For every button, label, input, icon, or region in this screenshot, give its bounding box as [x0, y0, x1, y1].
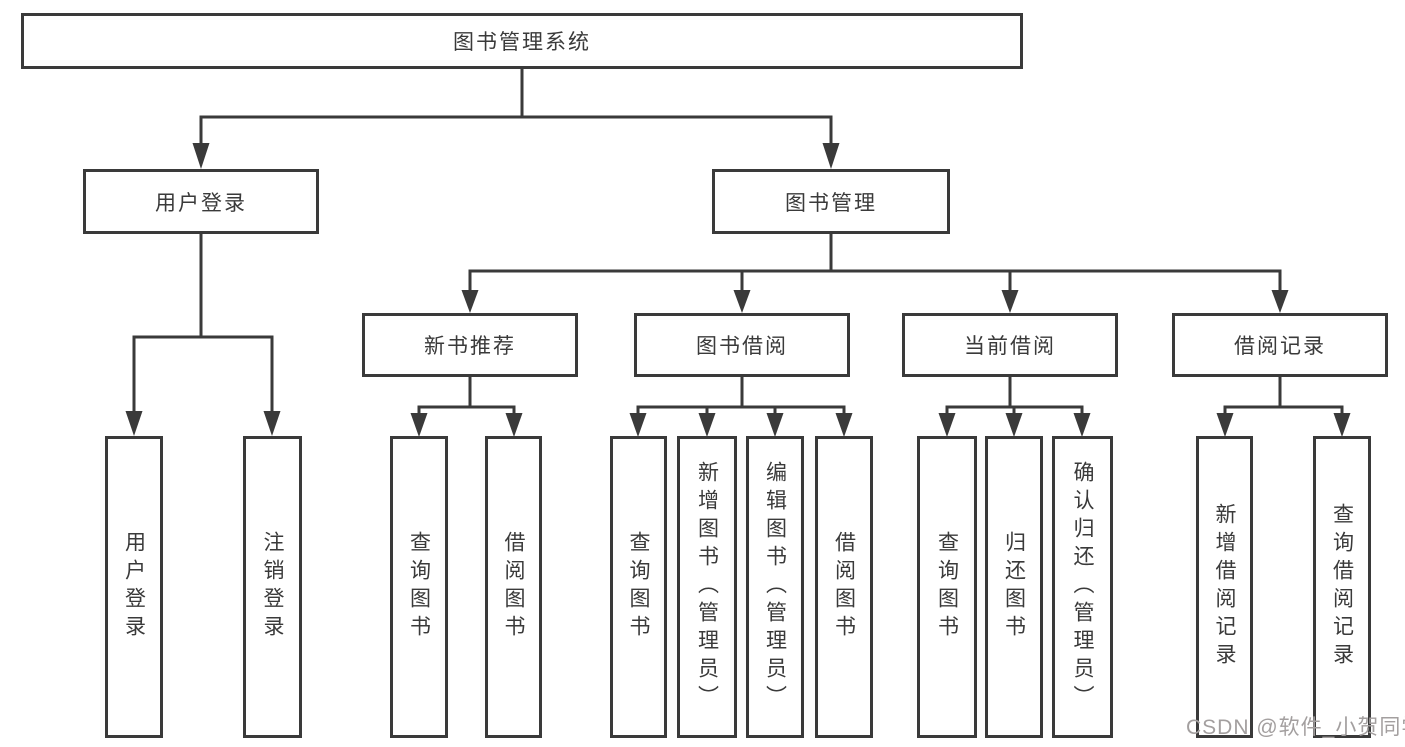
leaf-query-books-rec-label: 查询图书	[407, 531, 431, 643]
leaf-query-books-borrow-label: 查询图书	[627, 531, 650, 643]
leaf-add-borrow-record: 新增借阅记录	[1196, 436, 1253, 738]
leaf-query-borrow-record: 查询借阅记录	[1313, 436, 1371, 738]
leaf-borrow-books-rec-label: 借阅图书	[502, 531, 525, 643]
leaf-add-book-admin: 新增图书（管理员）	[677, 436, 737, 738]
leaf-add-book-admin-label: 新增图书（管理员）	[695, 461, 719, 713]
leaf-edit-book-admin-label: 编辑图书（管理员）	[763, 461, 787, 713]
node-book-borrowing: 图书借阅	[634, 313, 850, 377]
connector-new-book-rec-to-leaves	[410, 377, 523, 437]
leaf-query-books-current-label: 查询图书	[935, 531, 959, 643]
connector-root-to-level2	[192, 69, 840, 169]
leaf-borrow-books-2-label: 借阅图书	[832, 531, 856, 643]
node-root-system: 图书管理系统	[21, 13, 1023, 69]
leaf-add-borrow-record-label: 新增借阅记录	[1213, 503, 1236, 671]
node-book-management-label: 图书管理	[785, 191, 877, 215]
leaf-query-books-current: 查询图书	[917, 436, 977, 738]
node-current-borrowing: 当前借阅	[902, 313, 1118, 377]
leaf-logout-label: 注销登录	[261, 531, 284, 643]
leaf-borrow-books-rec: 借阅图书	[485, 436, 542, 738]
connector-user-login-to-leaves	[125, 233, 281, 436]
leaf-edit-book-admin: 编辑图书（管理员）	[746, 436, 804, 738]
node-new-book-recommendation: 新书推荐	[362, 313, 578, 377]
connector-borrow-records-to-leaves	[1216, 377, 1351, 437]
node-current-borrowing-label: 当前借阅	[964, 335, 1056, 358]
node-borrowing-records: 借阅记录	[1172, 313, 1388, 377]
connector-book-mgmt-to-level3	[461, 234, 1289, 313]
leaf-confirm-return-admin-label: 确认归还（管理员）	[1071, 461, 1094, 713]
node-book-borrowing-label: 图书借阅	[696, 335, 788, 358]
node-book-management: 图书管理	[712, 169, 950, 234]
leaf-return-book-label: 归还图书	[1002, 531, 1026, 643]
leaf-confirm-return-admin: 确认归还（管理员）	[1052, 436, 1113, 738]
node-user-login-label: 用户登录	[155, 191, 247, 215]
node-root-system-label: 图书管理系统	[453, 31, 591, 54]
leaf-query-borrow-record-label: 查询借阅记录	[1330, 503, 1354, 671]
leaf-query-books-borrow: 查询图书	[610, 436, 667, 738]
connector-book-borrow-to-leaves	[629, 377, 853, 437]
leaf-user-login: 用户登录	[105, 436, 163, 738]
leaf-return-book: 归还图书	[985, 436, 1043, 738]
node-new-book-recommendation-label: 新书推荐	[424, 335, 516, 358]
connector-current-borrow-to-leaves	[938, 377, 1091, 437]
leaf-query-books-rec: 查询图书	[390, 436, 448, 738]
leaf-borrow-books-2: 借阅图书	[815, 436, 873, 738]
node-borrowing-records-label: 借阅记录	[1234, 335, 1326, 358]
leaf-user-login-label: 用户登录	[122, 531, 146, 643]
leaf-logout: 注销登录	[243, 436, 302, 738]
node-user-login: 用户登录	[83, 169, 319, 234]
csdn-watermark: CSDN @软件_小贺同学	[1186, 716, 1405, 739]
